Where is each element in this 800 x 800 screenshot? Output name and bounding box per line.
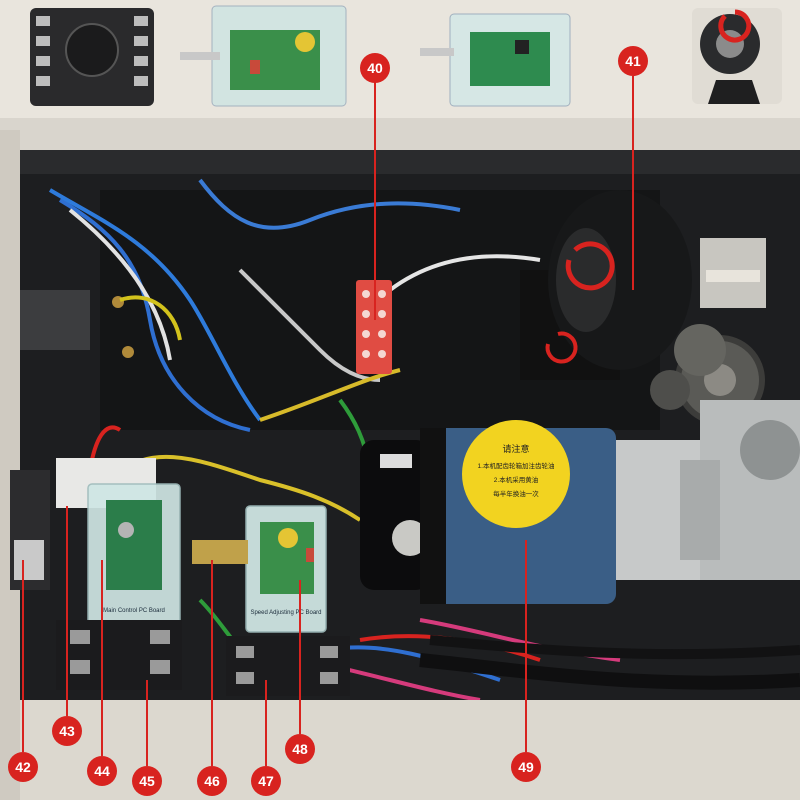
speed-board-label: Speed Adjusting PC Board: [250, 610, 321, 616]
callout-leaders: [22, 76, 634, 766]
relay-base: [56, 620, 182, 690]
control-relay-image: [420, 13, 571, 107]
relay-base: [226, 636, 350, 696]
motor-sticker-line: 1.本机配齿轮箱加注齿轮油: [478, 461, 555, 470]
relay-socket-image: [30, 8, 154, 106]
blower-fan: [520, 190, 766, 380]
callout-45: 45: [132, 766, 162, 796]
callout-46: 46: [197, 766, 227, 796]
callout-44: 44: [87, 756, 117, 786]
control-board-label: Main Control PC Board: [103, 608, 165, 614]
motor-sticker-title: 请注意: [502, 443, 529, 454]
control-pc-board: [56, 458, 181, 625]
terminal-block: [356, 280, 392, 374]
motor-sticker-line: 2.本机采用黄油: [494, 475, 538, 484]
callout-47: 47: [251, 766, 281, 796]
side-bracket: [10, 290, 90, 590]
gear-assembly: [650, 324, 800, 580]
speed-relay-image: [180, 5, 347, 107]
blower-image: [692, 8, 782, 104]
motor: [360, 420, 720, 604]
callout-43: 43: [52, 716, 82, 746]
callout-48: 48: [285, 734, 315, 764]
motor-sticker-line: 每半年换油一次: [493, 489, 539, 498]
speed-adjusting-pc-board: [192, 505, 327, 633]
callout-42: 42: [8, 752, 38, 782]
callout-41: 41: [618, 46, 648, 76]
callout-49: 49: [511, 752, 541, 782]
callout-40: 40: [360, 53, 390, 83]
